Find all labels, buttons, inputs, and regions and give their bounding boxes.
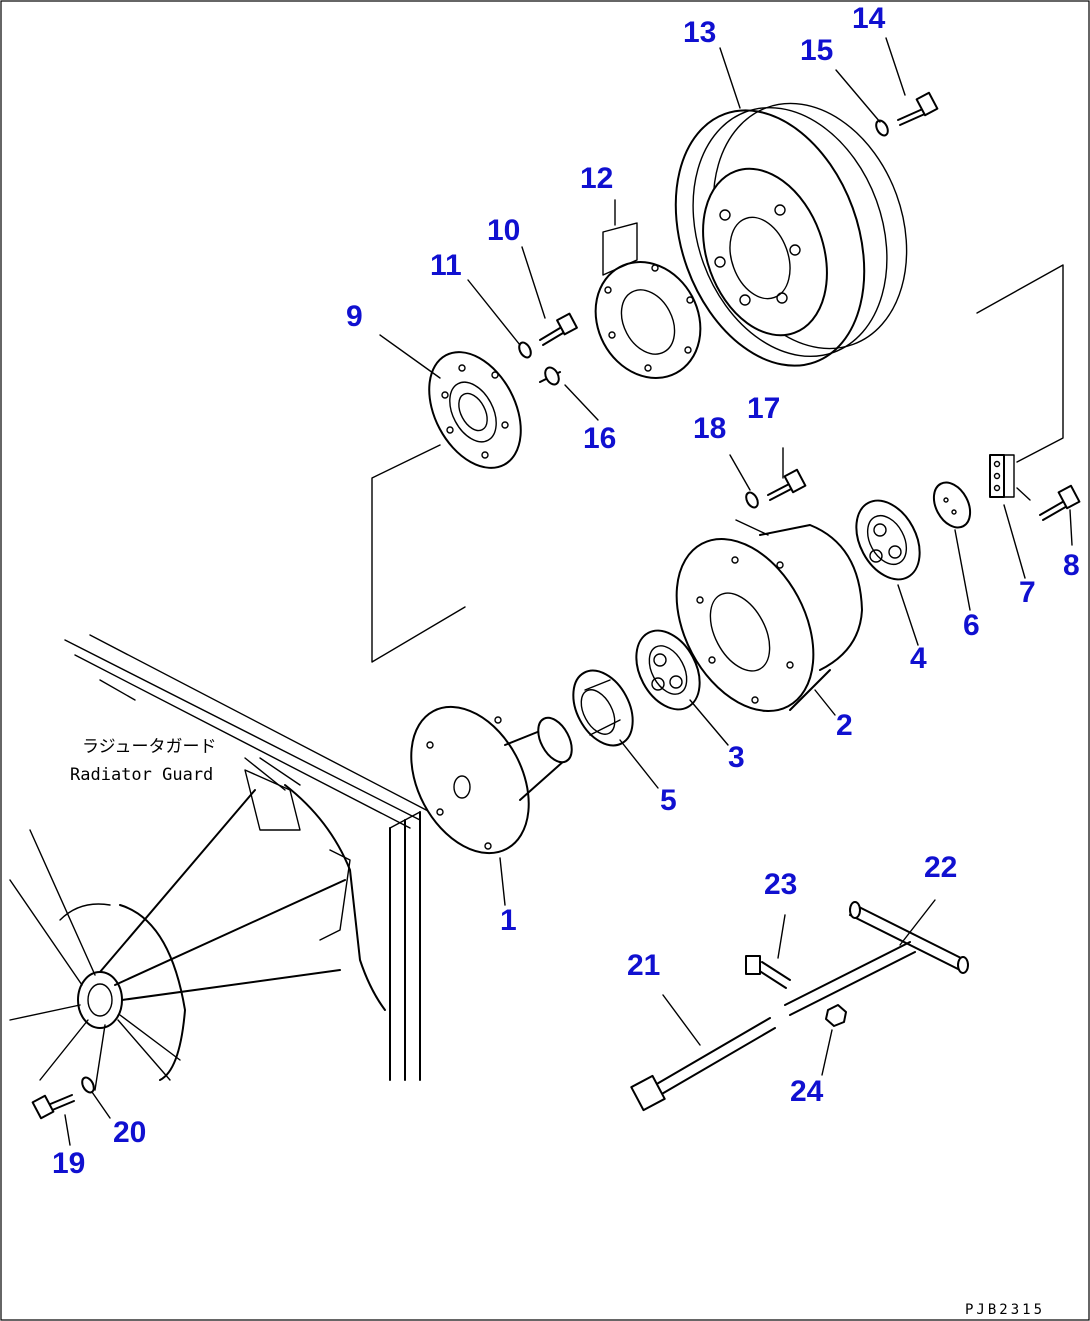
callout-17: 17 [747,392,780,425]
part-number-callouts: 1 2 3 4 5 6 7 8 9 10 11 12 13 14 15 16 1… [52,2,1080,1180]
part-7-lock-plate [989,454,1015,498]
callout-16: 16 [583,422,616,455]
callout-5: 5 [660,784,677,817]
part-10-bolt [539,312,578,346]
part-9-flange [428,351,522,469]
part-18-washer [745,491,759,509]
callout-20: 20 [113,1116,146,1149]
radiator-guard-label-en: Radiator Guard [70,765,213,785]
callout-23: 23 [764,868,797,901]
drawing-code: PJB2315 [965,1302,1045,1318]
callout-10: 10 [487,214,520,247]
radiator-guard-drawing [9,634,431,1091]
part-21-wrench [630,1017,776,1112]
callout-13: 13 [683,16,716,49]
leader-lines [64,37,1073,1146]
callout-21: 21 [627,949,660,982]
part-5-bearing [572,669,634,747]
part-6-cap [932,481,972,529]
part-11-washer [518,341,532,359]
part-17-bolt [767,468,807,501]
part-4-bearing [855,499,921,581]
part-12-plate [594,261,702,379]
callout-4: 4 [910,642,927,675]
callout-18: 18 [693,412,726,445]
callout-3: 3 [728,741,745,774]
callout-8: 8 [1063,549,1080,582]
callout-9: 9 [346,300,363,333]
callout-2: 2 [836,709,853,742]
part-19-bolt [31,1094,75,1120]
callout-1: 1 [500,904,517,937]
callout-12: 12 [580,162,613,195]
part-8-bolt [1039,484,1081,521]
callout-15: 15 [800,34,833,67]
part-2-hub [675,524,863,712]
part-22-t-handle [784,901,969,1016]
callout-6: 6 [963,609,980,642]
callout-11: 11 [430,249,462,282]
part-1-spindle-flange [410,705,573,855]
callout-7: 7 [1019,576,1036,609]
callout-24: 24 [790,1075,824,1108]
part-16-grease-fitting [539,366,561,386]
part-20-washer [81,1076,95,1094]
part-14-bolt [897,91,939,126]
callout-22: 22 [924,851,957,884]
callout-14: 14 [852,2,886,35]
part-23-bolt [745,955,791,989]
part-13-wheel [674,102,908,367]
part-15-washer [875,119,889,137]
callout-19: 19 [52,1147,85,1180]
radiator-guard-label-jp: ラジュータガード [82,737,216,757]
part-24-nut [825,1004,847,1027]
part-3-seal [635,629,701,711]
